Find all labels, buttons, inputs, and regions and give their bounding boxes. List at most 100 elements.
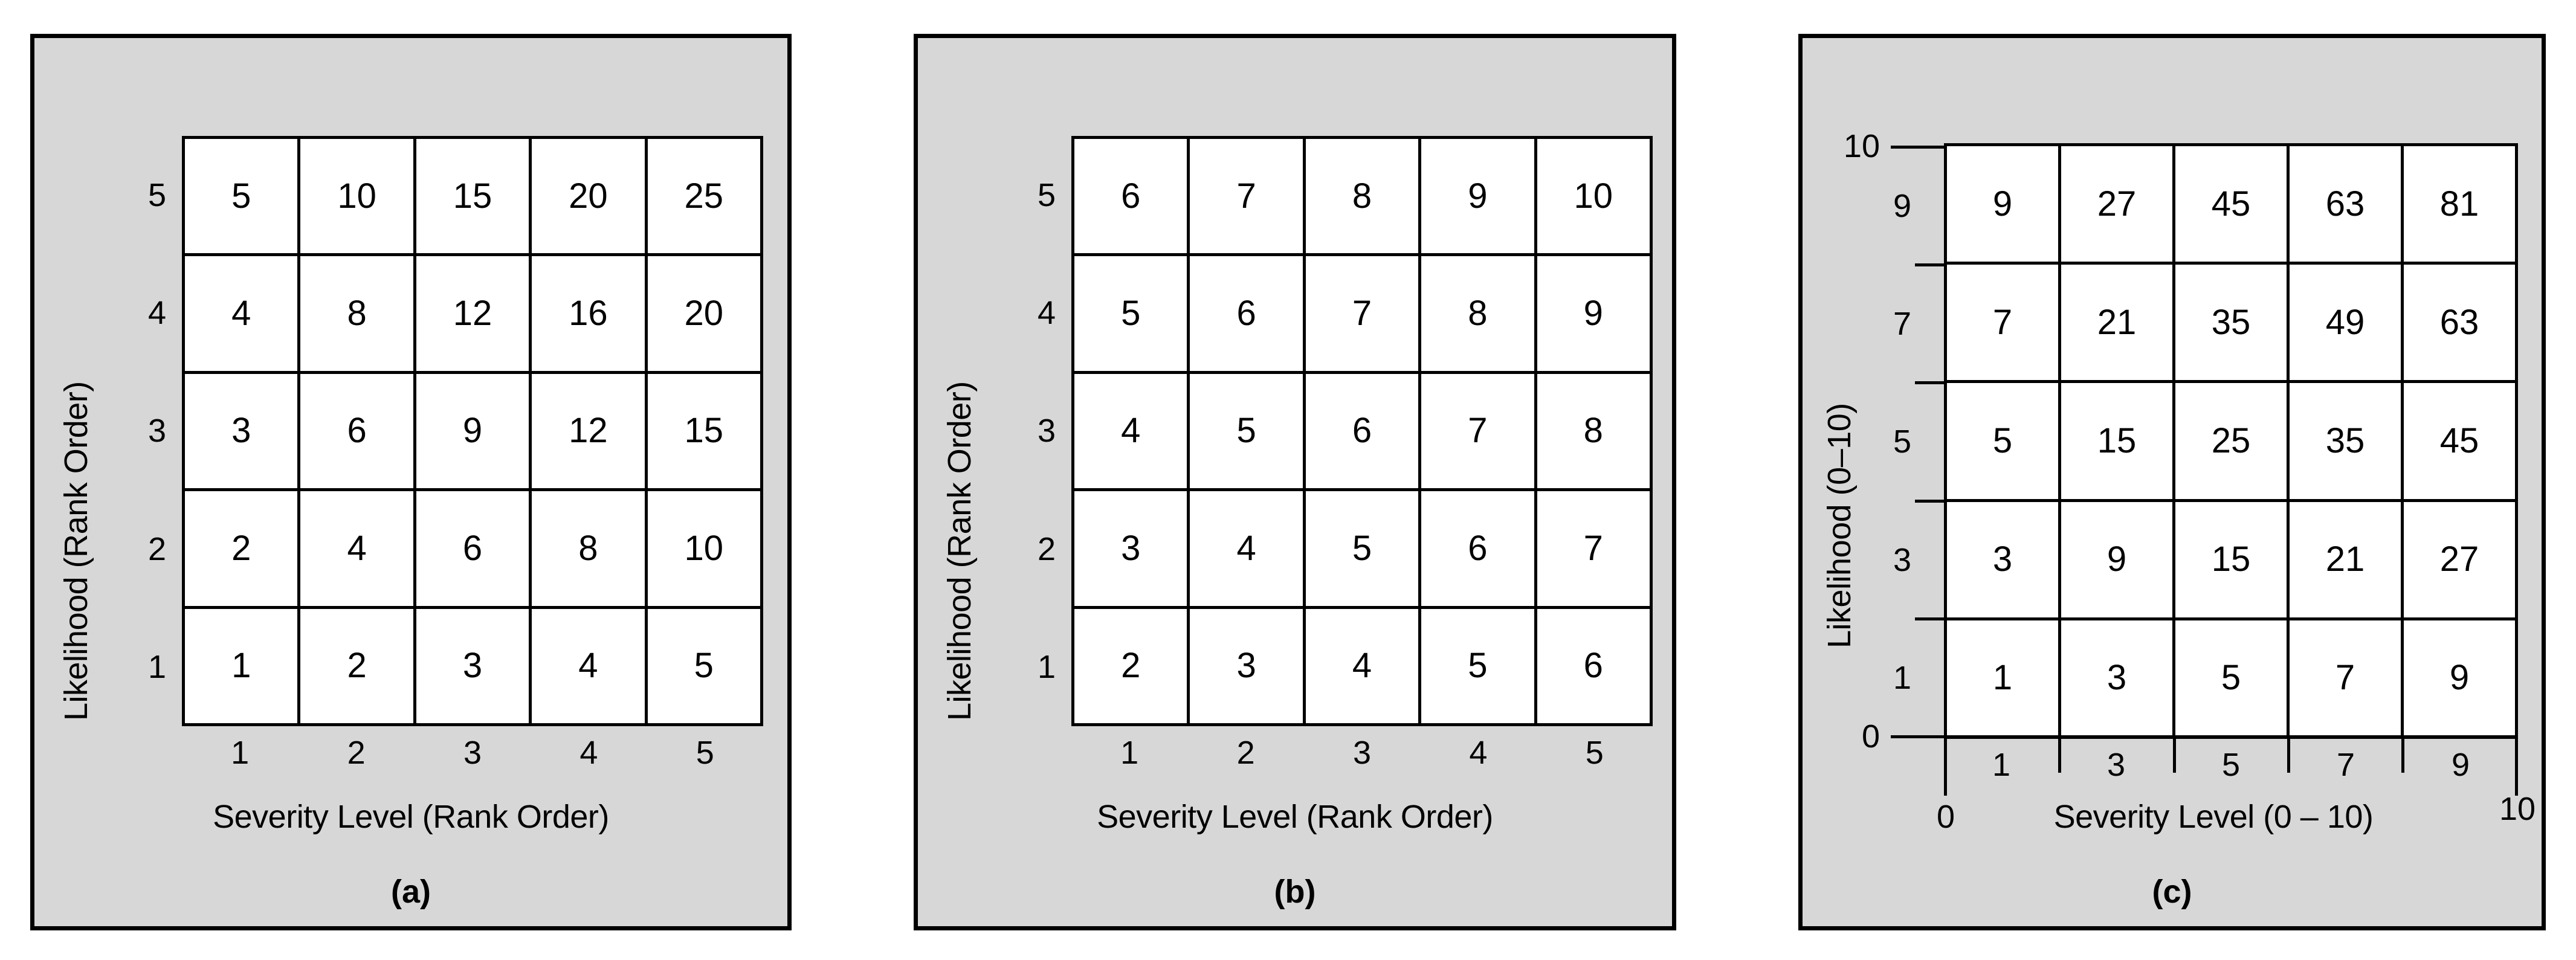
matrix-cell: 35 <box>2290 383 2401 499</box>
x-tick-label: 4 <box>1469 735 1488 771</box>
panel-c-x-axis-line <box>1891 735 2518 738</box>
panel-c: Likelihood (0–10) 10 0 9 7 5 3 1 9 27 45… <box>1798 34 2546 930</box>
matrix-cell: 5 <box>1947 383 2058 499</box>
y-tick-label: 5 <box>1037 176 1056 213</box>
panel-b-matrix: 6 7 8 9 10 5 6 7 8 9 4 5 6 7 8 3 4 5 6 7… <box>1071 136 1653 726</box>
matrix-cell: 2 <box>300 608 413 723</box>
x-tick-label: 3 <box>463 735 482 771</box>
panel-a: Likelihood (Rank Order) 5 4 3 2 1 5 10 1… <box>30 34 792 930</box>
y-tick-label: 9 <box>1893 187 1911 224</box>
matrix-cell: 4 <box>185 256 298 371</box>
matrix-cell: 3 <box>185 373 298 489</box>
panel-b: Likelihood (Rank Order) 5 4 3 2 1 6 7 8 … <box>914 34 1676 930</box>
matrix-cell: 15 <box>416 139 529 254</box>
panel-b-y-axis-title: Likelihood (Rank Order) <box>941 381 978 721</box>
x-tick-label: 9 <box>2451 747 2470 783</box>
matrix-cell: 15 <box>2061 383 2172 499</box>
y-tick-label: 2 <box>1037 530 1056 567</box>
x-axis-tick <box>2058 735 2061 773</box>
matrix-cell: 5 <box>185 139 298 254</box>
matrix-cell: 8 <box>1305 139 1419 254</box>
matrix-cell: 8 <box>1421 256 1534 371</box>
panel-a-caption: (a) <box>391 874 431 910</box>
panel-a-matrix: 5 10 15 20 25 4 8 12 16 20 3 6 9 12 15 2… <box>182 136 763 726</box>
matrix-cell: 9 <box>1947 146 2058 262</box>
matrix-cell: 3 <box>1074 491 1187 606</box>
matrix-cell: 25 <box>2175 383 2287 499</box>
matrix-cell: 1 <box>185 608 298 723</box>
matrix-cell: 27 <box>2404 501 2515 617</box>
y-axis-tick <box>1915 381 1948 384</box>
matrix-cell: 5 <box>1190 373 1303 489</box>
panel-c-matrix: 9 27 45 63 81 7 21 35 49 63 5 15 25 35 4… <box>1944 143 2518 739</box>
x-tick-label: 2 <box>1236 735 1255 771</box>
y-tick-label: 1 <box>1037 649 1056 686</box>
matrix-cell: 7 <box>1947 265 2058 381</box>
matrix-cell: 3 <box>1190 608 1303 723</box>
panel-a-y-tick-labels: 5 4 3 2 1 <box>113 136 166 726</box>
matrix-cell: 10 <box>647 491 760 606</box>
panel-c-y-tick-labels: 9 7 5 3 1 <box>1865 147 1911 737</box>
y-tick-label: 5 <box>1893 424 1911 460</box>
x-tick-label: 4 <box>579 735 598 771</box>
matrix-cell: 27 <box>2061 146 2172 262</box>
matrix-cell: 7 <box>1190 139 1303 254</box>
x-tick-label: 1 <box>1992 747 2011 783</box>
x-tick-label: 3 <box>1352 735 1371 771</box>
x-axis-tick-major-right <box>2515 735 2518 796</box>
y-tick-label: 3 <box>1893 541 1911 578</box>
matrix-cell: 16 <box>532 256 645 371</box>
panel-c-y-axis-end-label: 10 <box>1843 128 1880 164</box>
matrix-cell: 7 <box>1305 256 1419 371</box>
matrix-cell: 3 <box>416 608 529 723</box>
matrix-cell: 9 <box>2061 501 2172 617</box>
matrix-cell: 21 <box>2061 265 2172 381</box>
panel-b-y-tick-labels: 5 4 3 2 1 <box>1002 136 1056 726</box>
matrix-cell: 63 <box>2290 146 2401 262</box>
matrix-cell: 5 <box>1074 256 1187 371</box>
matrix-cell: 4 <box>532 608 645 723</box>
x-tick-label: 5 <box>2221 747 2241 783</box>
matrix-cell: 3 <box>1947 501 2058 617</box>
x-tick-label: 1 <box>231 735 250 771</box>
matrix-cell: 8 <box>300 256 413 371</box>
x-tick-label: 3 <box>2106 747 2126 783</box>
matrix-cell: 2 <box>1074 608 1187 723</box>
matrix-cell: 15 <box>2175 501 2287 617</box>
y-tick-label: 5 <box>147 176 166 213</box>
matrix-cell: 7 <box>1421 373 1534 489</box>
y-tick-label: 1 <box>147 649 166 686</box>
matrix-cell: 6 <box>1074 139 1187 254</box>
matrix-cell: 3 <box>2061 620 2172 736</box>
matrix-cell: 15 <box>647 373 760 489</box>
matrix-cell: 45 <box>2175 146 2287 262</box>
x-tick-label: 5 <box>696 735 714 771</box>
matrix-cell: 6 <box>1190 256 1303 371</box>
panel-c-x-axis-end-label: 10 <box>2499 791 2536 827</box>
matrix-cell: 5 <box>1421 608 1534 723</box>
panel-a-x-tick-labels: 1 2 3 4 5 <box>182 734 763 776</box>
x-tick-label: 1 <box>1120 735 1139 771</box>
matrix-cell: 45 <box>2404 383 2515 499</box>
y-axis-tick <box>1915 617 1948 620</box>
matrix-cell: 49 <box>2290 265 2401 381</box>
y-tick-label: 4 <box>1037 295 1056 332</box>
y-axis-tick <box>1915 263 1948 266</box>
matrix-cell: 81 <box>2404 146 2515 262</box>
matrix-cell: 4 <box>1305 608 1419 723</box>
y-tick-label: 7 <box>1893 306 1911 343</box>
matrix-cell: 20 <box>647 256 760 371</box>
x-tick-label: 5 <box>1585 735 1604 771</box>
matrix-cell: 9 <box>2404 620 2515 736</box>
matrix-cell: 1 <box>1947 620 2058 736</box>
y-tick-label: 3 <box>147 413 166 449</box>
panel-b-caption: (b) <box>1274 874 1316 910</box>
panel-b-x-tick-labels: 1 2 3 4 5 <box>1071 734 1653 776</box>
y-tick-label: 1 <box>1893 660 1911 697</box>
x-axis-tick-major-left <box>1944 735 1947 796</box>
matrix-cell: 20 <box>532 139 645 254</box>
matrix-cell: 8 <box>1537 373 1650 489</box>
matrix-cell: 12 <box>532 373 645 489</box>
matrix-cell: 7 <box>2290 620 2401 736</box>
